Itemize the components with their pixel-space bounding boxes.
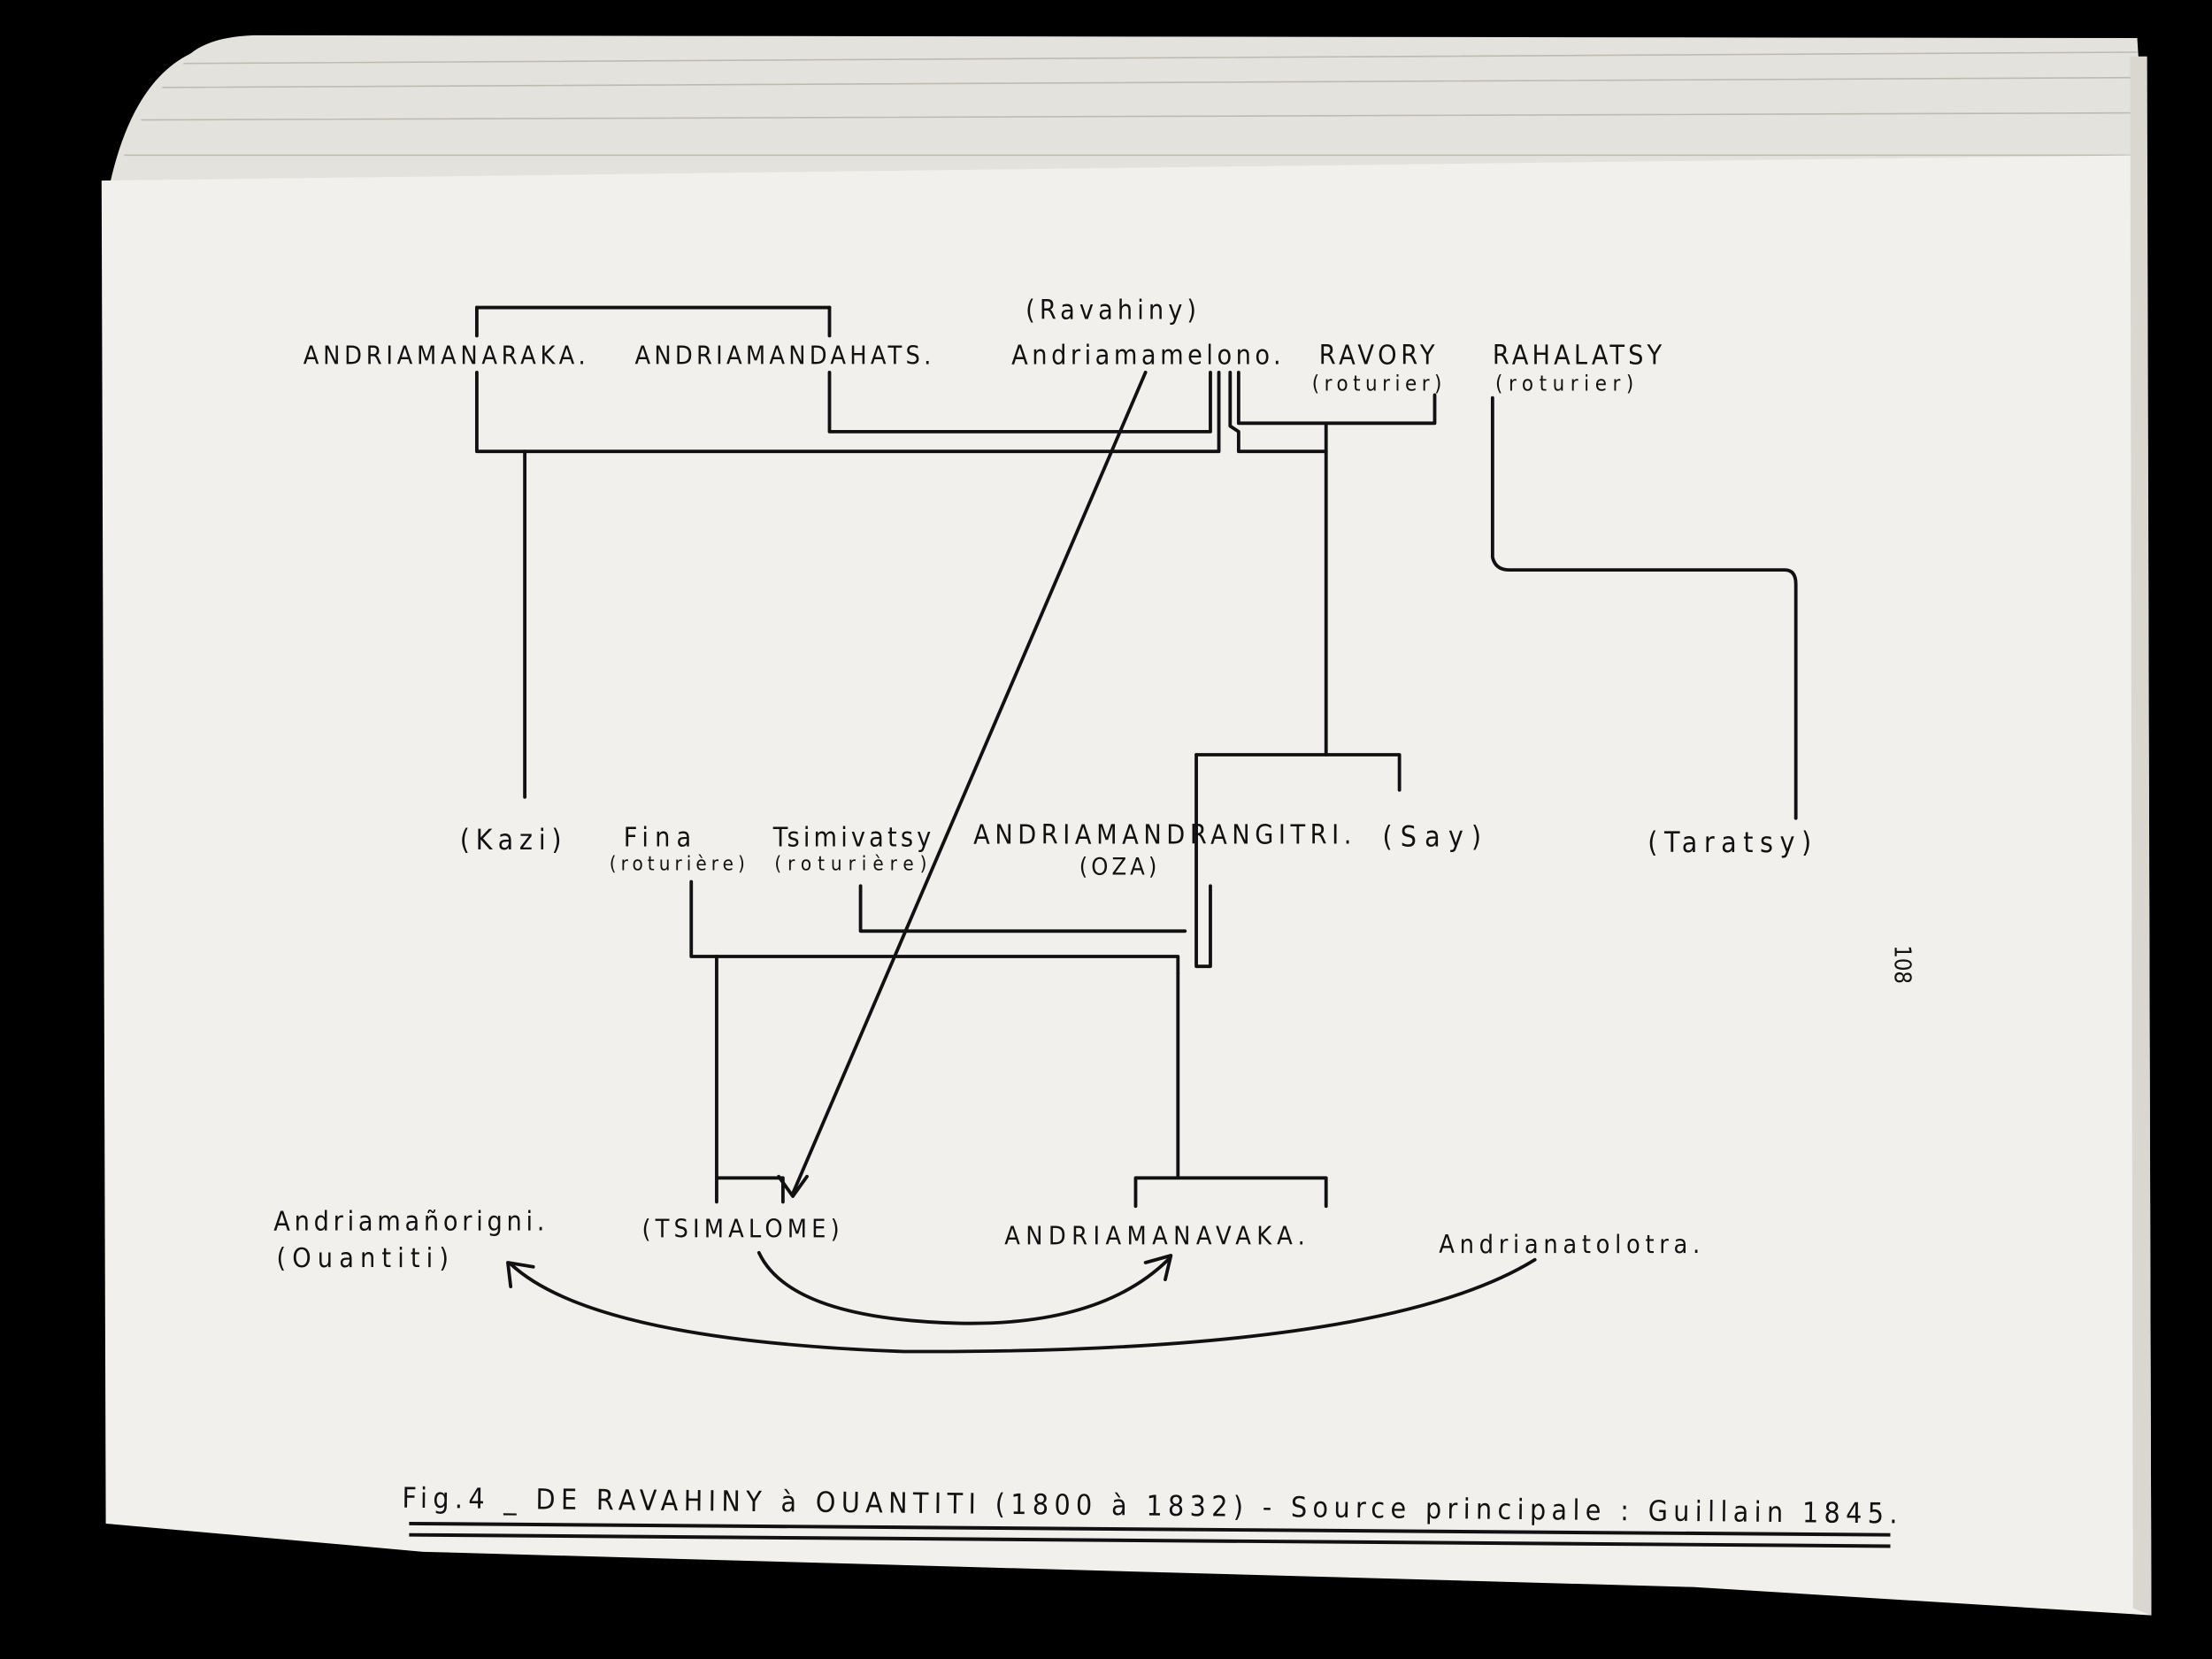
page bbox=[101, 155, 2152, 1616]
person-andriamanorigni: Andriamañorigni. bbox=[273, 1206, 544, 1237]
caption-underline bbox=[409, 1521, 1891, 1548]
person-fina: Fina bbox=[624, 823, 692, 854]
person-andriamandahats: ANDRIAMANDAHATS. bbox=[634, 340, 931, 370]
person-tsimalome: (TSIMALOME) bbox=[641, 1213, 839, 1243]
page-right-edge bbox=[2130, 56, 2152, 1616]
person-tsimivatsy: Tsimivatsy bbox=[772, 823, 932, 854]
label-ravahiny: (Ravahiny) bbox=[1025, 295, 1196, 326]
person-ravory: RAVORY bbox=[1319, 340, 1435, 371]
person-rahalatsy: RAHALATSY bbox=[1493, 340, 1663, 371]
status-ravory: (roturier) bbox=[1312, 372, 1442, 396]
page-number: 108 bbox=[1888, 945, 1915, 984]
person-oza: (OZA) bbox=[1079, 854, 1157, 881]
genealogy-lines bbox=[474, 305, 1798, 1354]
status-fina: (roturière) bbox=[610, 853, 745, 876]
person-taratsy: (Taratsy) bbox=[1647, 826, 1811, 859]
page-stack-lines bbox=[124, 51, 2145, 157]
person-kazi: (Kazi) bbox=[460, 823, 562, 856]
person-andriamanaraka: ANDRIAMANARAKA. bbox=[303, 340, 586, 370]
person-andriamanavaka: ANDRIAMANAVAKA. bbox=[1004, 1220, 1305, 1250]
person-andriamamelono: Andriamamelono. bbox=[1011, 340, 1281, 371]
